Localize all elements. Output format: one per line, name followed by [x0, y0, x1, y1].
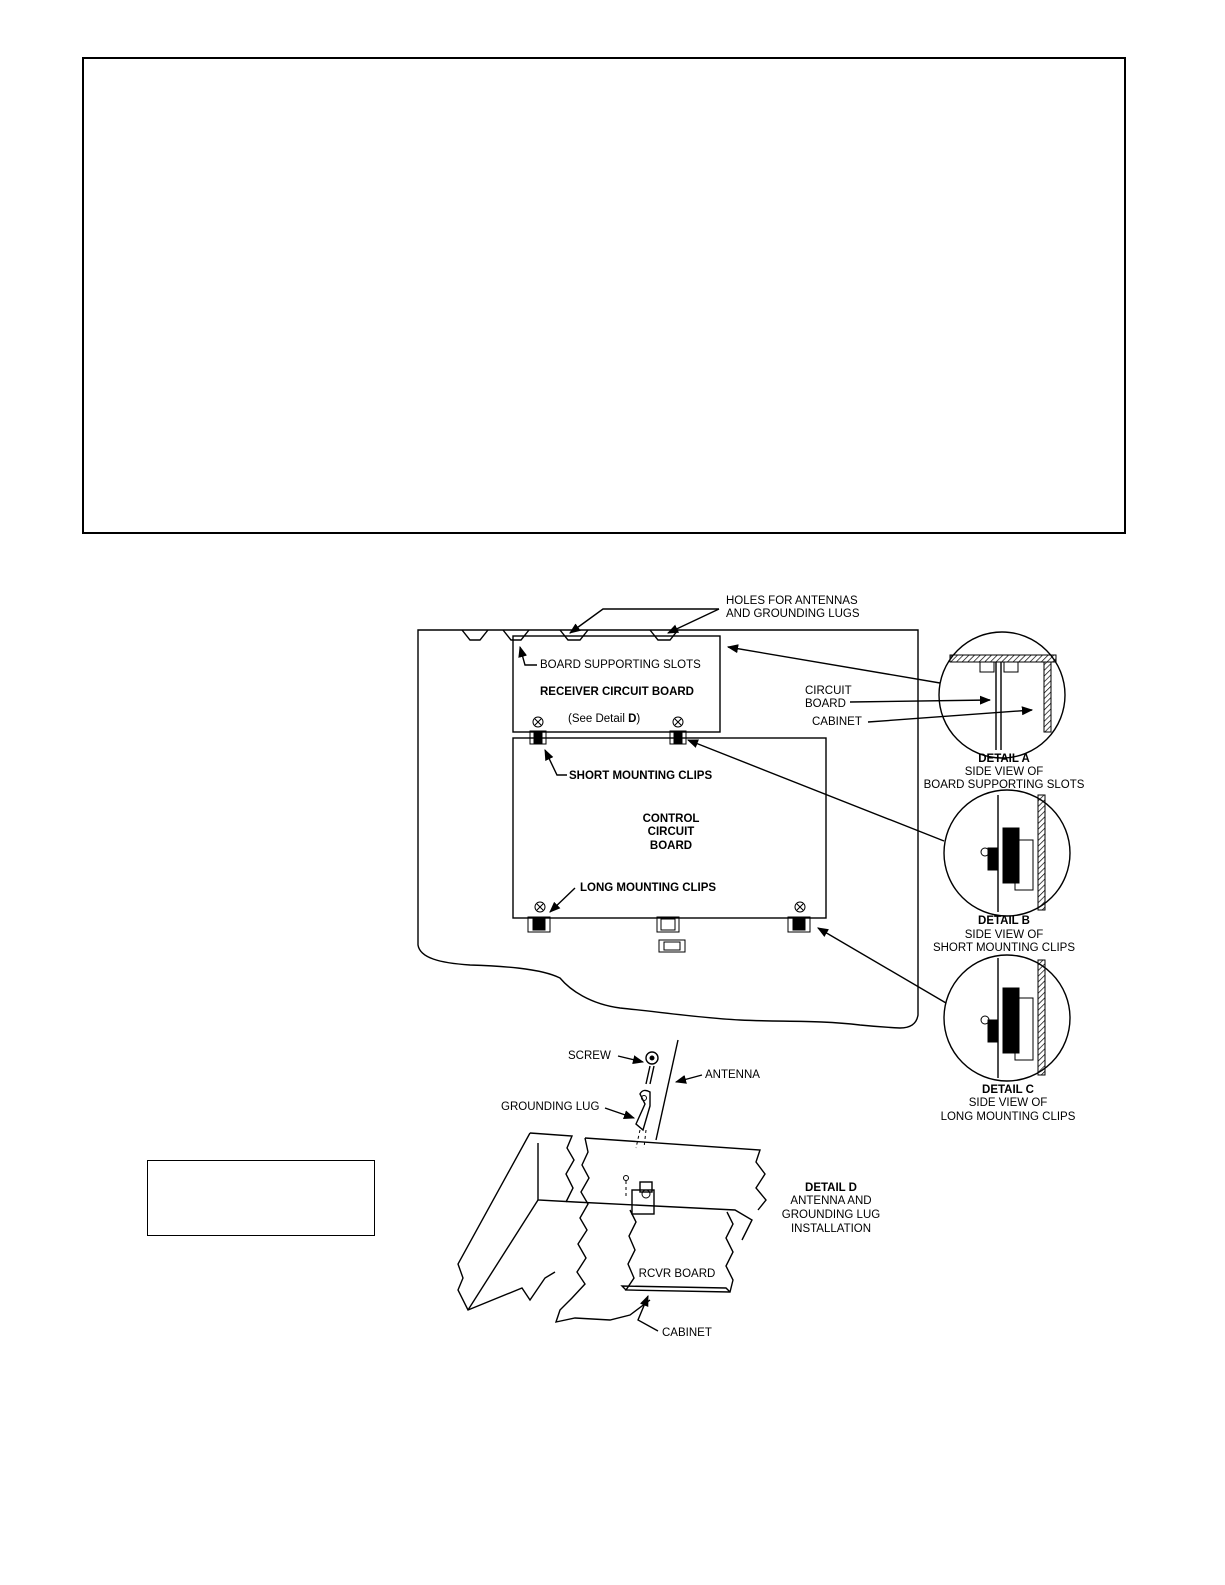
board-supporting-slot-marks [461, 629, 679, 641]
holes-label-line2: AND GROUNDING LUGS [726, 608, 860, 620]
detail-d-line2: ANTENNA AND [790, 1195, 871, 1207]
caption-frame [147, 1160, 375, 1236]
top-content-frame [82, 57, 1126, 534]
detail-c-title: DETAIL C [982, 1084, 1034, 1096]
detail-a-view [938, 631, 1066, 759]
control-screw-icons [534, 901, 806, 913]
long-mounting-clip-icons [527, 916, 811, 953]
detail-c-view [943, 954, 1071, 1082]
detail-a-line2: SIDE VIEW OF [965, 766, 1044, 778]
grounding-lug-label: GROUNDING LUG [501, 1101, 599, 1113]
detail-d-line3: GROUNDING LUG [782, 1209, 880, 1221]
receiver-board-label: RECEIVER CIRCUIT BOARD [540, 686, 694, 698]
detail-c-line2: SIDE VIEW OF [969, 1097, 1048, 1109]
short-clips-label: SHORT MOUNTING CLIPS [569, 770, 712, 782]
detail-c-line3: LONG MOUNTING CLIPS [941, 1111, 1076, 1123]
detail-d-title: DETAIL D [805, 1182, 857, 1194]
detail-a-title: DETAIL A [978, 753, 1030, 765]
cabinet-detail-label: CABINET [812, 716, 862, 728]
detail-d-line4: INSTALLATION [791, 1223, 871, 1235]
screw-label: SCREW [568, 1050, 611, 1062]
detail-d-drawing [457, 1039, 767, 1323]
cabinet-outline [417, 629, 919, 1029]
leader-lines [518, 608, 1034, 1004]
antenna-label: ANTENNA [705, 1069, 760, 1081]
detail-b-line2: SIDE VIEW OF [965, 929, 1044, 941]
long-clips-label: LONG MOUNTING CLIPS [580, 882, 716, 894]
short-mounting-clip-icons [529, 730, 687, 745]
rcvr-board-label: RCVR BOARD [639, 1268, 716, 1280]
receiver-screw-icons [532, 716, 684, 728]
detail-d-leaders [604, 1055, 703, 1332]
control-board-label-line2: CIRCUIT [648, 826, 695, 838]
receiver-circuit-board [512, 635, 721, 733]
detail-b-line3: SHORT MOUNTING CLIPS [933, 942, 1075, 954]
detail-b-view [943, 789, 1071, 917]
circuit-board-label-line1: CIRCUIT [805, 685, 852, 697]
cabinet-bottom-label: CABINET [662, 1327, 712, 1339]
control-board-label-line3: BOARD [650, 840, 692, 852]
control-board-label-line1: CONTROL [643, 813, 700, 825]
detail-a-line3: BOARD SUPPORTING SLOTS [924, 779, 1085, 791]
see-detail-label: (See Detail D) [568, 713, 640, 725]
board-slots-label: BOARD SUPPORTING SLOTS [540, 659, 701, 671]
holes-label-line1: HOLES FOR ANTENNAS [726, 595, 858, 607]
circuit-board-label-line2: BOARD [805, 698, 846, 710]
detail-b-title: DETAIL B [978, 915, 1030, 927]
